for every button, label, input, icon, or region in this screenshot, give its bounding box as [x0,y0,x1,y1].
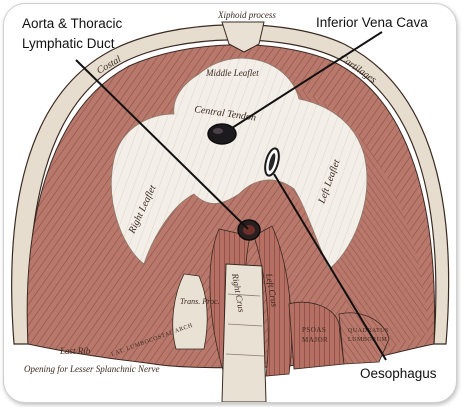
label-psoas-2: MAJOR [302,336,328,344]
label-psoas-1: PSOAS [302,326,326,334]
label-xiphoid-process: Xiphoid process [217,10,276,20]
diaphragm-illustration: Xiphoid process Costal Cartilages Middle… [4,4,456,402]
label-last-rib: Last Rib [59,346,91,356]
callout-aorta-line2: Lymphatic Duct [22,36,115,51]
label-trans-proc: Trans. Proc. [180,297,220,306]
figure-frame: Xiphoid process Costal Cartilages Middle… [3,3,457,403]
callout-oesophagus: Oesophagus [360,366,437,381]
vertebral-column [222,264,266,402]
label-quadratus-2: LUMBORUM [348,337,388,343]
callout-ivc: Inferior Vena Cava [316,15,428,30]
callout-aorta-line1: Aorta & Thoracic [22,16,123,31]
label-splanchnic-opening: Opening for Lesser Splanchnic Nerve [24,364,159,374]
label-middle-leaflet: Middle Leaflet [205,68,259,78]
